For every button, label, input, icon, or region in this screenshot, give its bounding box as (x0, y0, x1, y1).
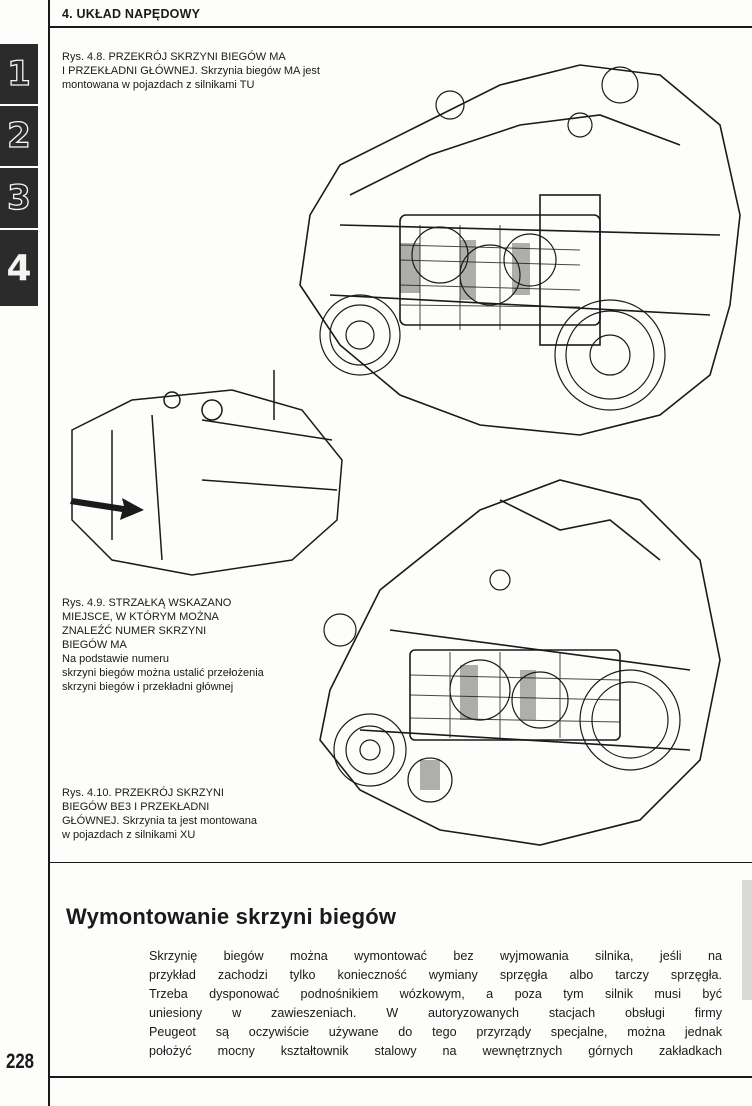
caption-line: montowana w pojazdach z silnikami TU (62, 79, 255, 91)
caption-line: ZNALEŹĆ NUMER SKRZYNI (62, 625, 207, 637)
chapter-tab-label: 2 (7, 115, 32, 156)
chapter-tab-1[interactable]: 1 (0, 44, 38, 106)
running-header-title: 4. UKŁAD NAPĘDOWY (62, 7, 201, 21)
chapter-tab-4[interactable]: 4 (0, 230, 38, 308)
chapter-tab-label: 4 (6, 247, 32, 289)
page-number: 228 (6, 1050, 35, 1073)
footer-rule (48, 1076, 752, 1078)
caption-line: w pojazdach z silnikami XU (62, 829, 196, 841)
section-divider (48, 862, 752, 863)
caption-line: Rys. 4.8. PRZEKRÓJ SKRZYNI BIEGÓW MA (62, 51, 286, 63)
page-edge-shadow (742, 880, 752, 1000)
figure-caption-4-10: Rys. 4.10. PRZEKRÓJ SKRZYNI BIEGÓW BE3 I… (62, 786, 322, 842)
gearbox-ma-exterior-figure (70, 370, 343, 576)
body-line: Peugeot są oczywiście używane do tego pr… (149, 1025, 722, 1039)
chapter-tab-label: 3 (7, 177, 32, 218)
body-line: Skrzynię biegów można wymontować bez wyj… (149, 949, 722, 963)
caption-line: GŁÓWNEJ. Skrzynia ta jest montowana (62, 815, 258, 827)
caption-line: BIEGÓW MA (62, 639, 127, 651)
body-paragraph: Skrzynię biegów można wymontować bez wyj… (149, 947, 722, 1061)
chapter-tab-3[interactable]: 3 (0, 168, 38, 230)
caption-line: skrzyni biegów i przekładni głównej (62, 681, 234, 693)
figure-caption-4-8: Rys. 4.8. PRZEKRÓJ SKRZYNI BIEGÓW MA I P… (62, 50, 362, 92)
gearbox-be3-cutaway-figure (319, 479, 721, 846)
body-line: położyć mocny kształtownik stalowy na we… (149, 1044, 722, 1058)
caption-line: Rys. 4.9. STRZAŁKĄ WSKAZANO (62, 597, 232, 609)
caption-line: Na podstawie numeru (62, 653, 170, 665)
caption-line: skrzyni biegów można ustalić przełożenia (62, 667, 264, 679)
caption-line: BIEGÓW BE3 I PRZEKŁADNI (62, 801, 210, 813)
caption-line: I PRZEKŁADNI GŁÓWNEJ. Skrzynia biegów MA… (62, 65, 320, 77)
body-line: przykład zachodzi tylko konieczność wymi… (149, 968, 722, 982)
section-heading: Wymontowanie skrzyni biegów (66, 904, 397, 929)
caption-line: MIEJSCE, W KTÓRYM MOŻNA (62, 611, 219, 623)
header-bar (48, 0, 752, 28)
body-line: Trzeba dysponować podnośnikiem wózkowym,… (149, 987, 722, 1001)
chapter-tab-label: 1 (7, 53, 32, 94)
gearbox-ma-cutaway-figure (299, 64, 741, 436)
figure-caption-4-9: Rys. 4.9. STRZAŁKĄ WSKAZANO MIEJSCE, W K… (62, 596, 302, 694)
body-line: uniesiony w zawieszeniach. W autoryzowan… (149, 1006, 722, 1020)
margin-rule (48, 0, 50, 1106)
caption-line: Rys. 4.10. PRZEKRÓJ SKRZYNI (62, 787, 224, 799)
chapter-tab-2[interactable]: 2 (0, 106, 38, 168)
